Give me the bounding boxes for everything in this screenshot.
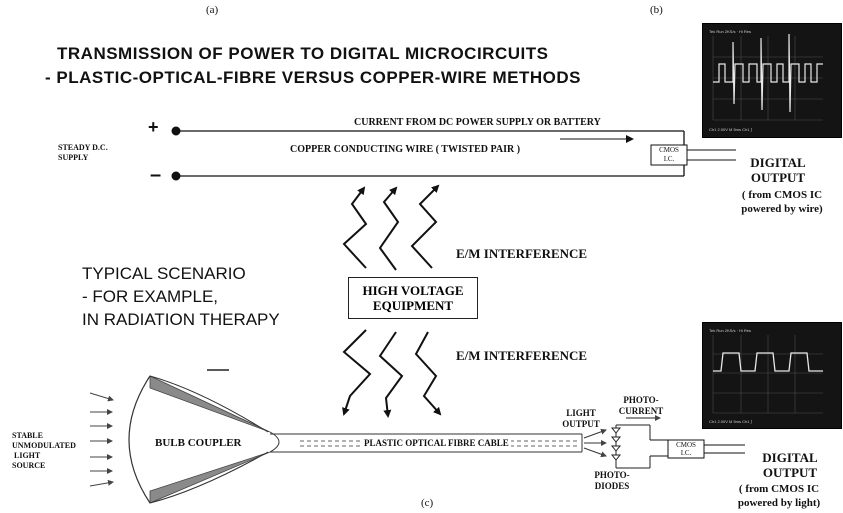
- high-voltage-equipment: HIGH VOLTAGE EQUIPMENT: [348, 277, 478, 319]
- cmos-ic-top: [650, 144, 688, 166]
- diagram-title-line1: TRANSMISSION OF POWER TO DIGITAL MICROCI…: [57, 44, 549, 63]
- oscilloscope-clean: Tek Run 2KS/s · Hi Res Ch1 2.00V M 5ms C…: [702, 322, 842, 429]
- scenario-line3: IN RADIATION THERAPY: [82, 310, 280, 329]
- svg-text:Ch1 2.00V M 5ms Ch1 ∫: Ch1 2.00V M 5ms Ch1 ∫: [709, 419, 753, 424]
- interference-label-lower: E/M INTERFERENCE: [456, 348, 588, 363]
- plus-sign: +: [148, 117, 159, 137]
- bulb-coupler-shape: [128, 375, 280, 504]
- light-output-arrows: [583, 428, 607, 458]
- diagram-title-line2: - PLASTIC-OPTICAL-FIBRE VERSUS COPPER-WI…: [45, 68, 581, 87]
- em-interference-upper: [342, 184, 440, 271]
- minus-sign: –: [150, 164, 162, 186]
- clean-waveform: Tek Run 2KS/s · Hi Res Ch1 2.00V M 5ms C…: [709, 328, 823, 424]
- light-source-label: STABLE UNMODULATED LIGHT SOURCE: [12, 431, 76, 470]
- scenario-line1: TYPICAL SCENARIO: [82, 264, 246, 283]
- supply-label-1: STEADY D.C.: [58, 143, 108, 152]
- panel-label-a: (a): [206, 4, 219, 16]
- noisy-waveform: Tek Run 2KS/s · Hi Res Ch1 2.00V M 5ms C…: [709, 29, 823, 132]
- panel-label-c: (c): [421, 497, 434, 509]
- svg-text:Tek Run 2KS/s · Hi Res: Tek Run 2KS/s · Hi Res: [709, 29, 751, 34]
- photodiode-stack: [610, 415, 661, 469]
- cmos-ic-bottom-lines: [650, 439, 745, 459]
- svg-text:Ch1 2.00V M 5ms Ch1 ∫: Ch1 2.00V M 5ms Ch1 ∫: [709, 127, 753, 132]
- photodiodes-label: PHOTO-DIODES: [594, 470, 630, 491]
- equipment-line1: HIGH VOLTAGE: [362, 283, 464, 298]
- supply-label-2: SUPPLY: [58, 153, 89, 162]
- bulb-coupler-label: BULB COUPLER: [155, 437, 242, 449]
- em-interference-lower: [342, 329, 442, 418]
- oscilloscope-noisy: Tek Run 2KS/s · Hi Res Ch1 2.00V M 5ms C…: [702, 23, 842, 138]
- fibre-cable-label: PLASTIC OPTICAL FIBRE CABLE: [362, 438, 511, 448]
- equipment-line2: EQUIPMENT: [372, 298, 454, 313]
- copper-wire-circuit: [171, 126, 736, 181]
- svg-text:Tek Run 2KS/s · Hi Res: Tek Run 2KS/s · Hi Res: [709, 328, 751, 333]
- photocurrent-label: PHOTO-CURRENT: [618, 395, 664, 416]
- current-label: CURRENT FROM DC POWER SUPPLY OR BATTERY: [354, 117, 601, 128]
- light-source-rays: [89, 392, 114, 487]
- negative-terminal: [171, 171, 181, 181]
- panel-label-b: (b): [650, 4, 663, 16]
- scenario-line2: - FOR EXAMPLE,: [82, 287, 219, 306]
- interference-label-upper: E/M INTERFERENCE: [456, 246, 588, 261]
- wire-label: COPPER CONDUCTING WIRE ( TWISTED PAIR ): [290, 144, 521, 155]
- positive-terminal: [171, 126, 181, 136]
